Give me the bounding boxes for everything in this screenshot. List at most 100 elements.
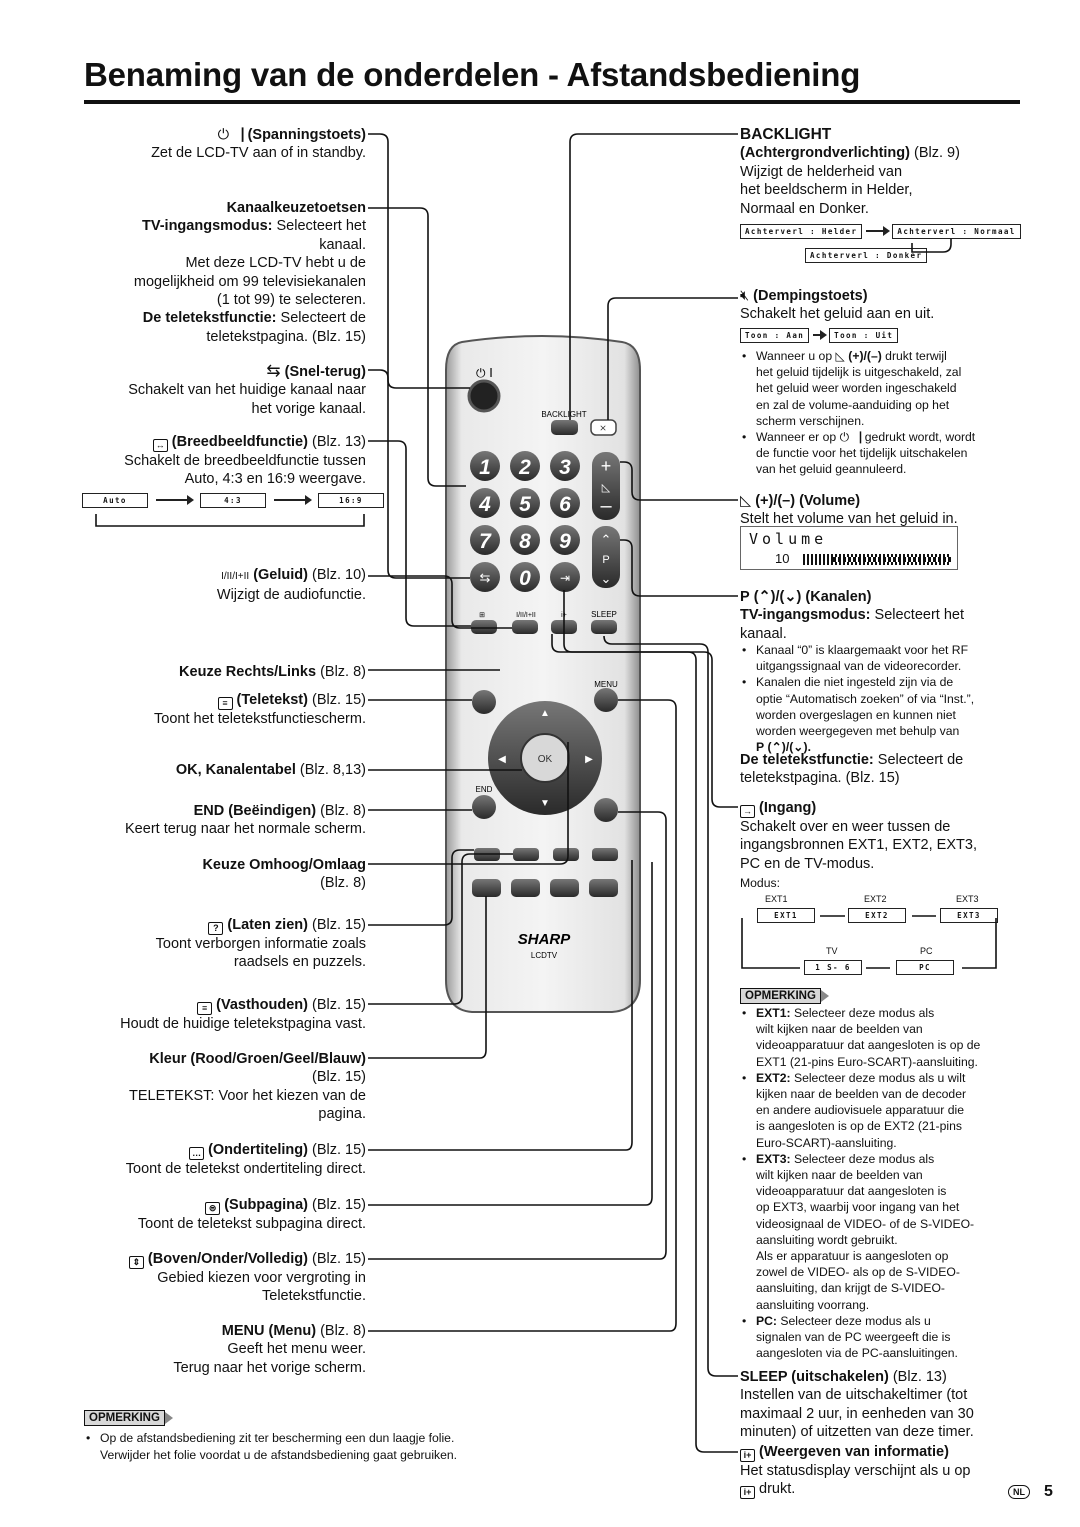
lr-label: Keuze Rechts/Links — [179, 664, 317, 680]
channels-block: P (⌃)/(⌄) (Kanalen) TV-ingangsmodus: Sel… — [740, 588, 1020, 643]
channels-b2e: P — [756, 740, 765, 755]
volume-osd-value: 10 — [775, 551, 790, 566]
reveal-icon: ? — [208, 922, 224, 935]
pc-l0: Selecteer deze modus als u — [780, 1313, 931, 1328]
digit-0: 0 — [510, 562, 540, 592]
svg-text:6: 6 — [559, 493, 571, 516]
ext3-l8: aansluiting, dan krijgt de S-VIDEO- — [756, 1281, 945, 1296]
info-icon: i+ — [740, 1449, 755, 1462]
menu-l1: Geeft het menu weer. — [227, 1341, 366, 1358]
input-icon: → — [740, 805, 755, 818]
digit-2: 2 — [510, 451, 540, 481]
subtitle-l1: Toont de teletekst ondertiteling direct. — [125, 1161, 366, 1177]
ext3-l0: Selecteer deze modus als — [793, 1151, 935, 1166]
hold-label: (Vasthouden) — [216, 997, 308, 1013]
svg-text:3: 3 — [559, 456, 571, 479]
digit-9: 9 — [550, 525, 580, 555]
ext2-l0: Selecteer deze modus als u wilt — [793, 1070, 966, 1085]
ch-up: ⌃ — [601, 532, 612, 547]
digit-7: 7 — [470, 525, 500, 555]
volume-rocker — [592, 452, 620, 520]
subtitle-ref: (Blz. 15) — [312, 1142, 366, 1158]
svg-text:⊞: ⊞ — [479, 612, 485, 619]
ok-ref: (Blz. 8,13) — [299, 762, 366, 778]
power-block: ⏻▕ (Spanningstoets) Zet de LCD-TV aan of… — [80, 126, 366, 163]
backlight-mode-donker: Achterverl : Donker — [805, 247, 928, 263]
svg-text:⇆: ⇆ — [480, 570, 491, 585]
arrow-icon — [813, 330, 828, 340]
vol-plus: + — [601, 456, 612, 476]
subpage-l1: Toont de teletekst subpagina direct. — [137, 1216, 366, 1232]
wide-label: (Breedbeeldfunctie) — [171, 434, 308, 450]
size-button — [594, 798, 618, 822]
info-l2: drukt. — [759, 1481, 796, 1498]
channel-ttx-label: De teletekstfunctie: — [142, 310, 277, 327]
end-l1: Keert terug naar het normale scherm. — [125, 821, 366, 838]
backlight-mode-normaal: Achterverl : Normaal — [892, 223, 1021, 239]
channels-b2c: worden overgeslagen en kunnen niet — [756, 707, 956, 722]
input-box-ext3: EXT3 — [940, 908, 998, 923]
backlight-mode-helder: Achterverl : Helder — [740, 223, 863, 239]
mute-b1f: en zal de volume-aanduiding op het — [756, 397, 950, 412]
volume-icon: ◺ — [740, 493, 752, 509]
ok-label: OK, Kanalentabel — [175, 762, 296, 778]
note-l2: Verwijder het folie voordat u de afstand… — [100, 1447, 458, 1462]
channel-tv-label: TV-ingangsmodus: — [141, 218, 273, 235]
digit-6: 6 — [550, 488, 580, 518]
size-l2: Teletekstfunctie. — [262, 1288, 366, 1305]
wide-l1: Schakelt de breedbeeldfunctie tussen — [124, 453, 366, 469]
sleep-l1: Instellen van de uitschakeltimer (tot — [740, 1387, 968, 1404]
color-l1: TELETEKST: Voor het kiezen van de — [129, 1087, 366, 1104]
svg-text:8: 8 — [519, 530, 531, 553]
backlight-l2: het beeldscherm in Helder, — [740, 182, 913, 199]
end-label: END (Beëindigen) — [193, 803, 317, 819]
input-box-ext2: EXT2 — [848, 908, 906, 923]
channels-label: (Kanalen) — [805, 589, 872, 605]
channels-ttx-text2: teletekstpagina. (Blz. 15) — [740, 770, 900, 787]
input-label: (Ingang) — [759, 800, 817, 816]
info-l1: Het statusdisplay verschijnt als u op — [740, 1463, 971, 1479]
power-button — [467, 379, 501, 413]
mute-b2a: Wanneer er op — [756, 430, 837, 445]
mute-b2c: de functie voor het tijdelijk uitschakel… — [756, 446, 968, 461]
ch-p: P — [602, 554, 609, 566]
wide-icon: ↔ — [152, 439, 168, 452]
red-button — [472, 879, 501, 897]
channel-l3: (1 tot 99) te selecteren. — [216, 292, 366, 309]
channels-b2d: worden weergegeven met behulp van — [756, 724, 960, 739]
mute-b1a: Wanneer u op — [756, 349, 833, 363]
menu-button — [594, 688, 618, 712]
backlight-block: BACKLIGHT (Achtergrondverlichting) (Blz.… — [740, 126, 1020, 218]
page-footer: NL 5 — [1008, 1483, 1053, 1501]
left-note: OPMERKING Op de afstandsbediening zit te… — [84, 1408, 544, 1463]
channel-rocker — [592, 526, 620, 588]
svg-text:1: 1 — [479, 456, 491, 479]
backlight-modes-row1: Achterverl : Helder Achterverl : Normaal — [740, 223, 1021, 239]
remote-body — [445, 335, 641, 1013]
volume-icon: ◺ — [835, 349, 845, 363]
ext3-l7: zowel de VIDEO- als op de S-VIDEO- — [756, 1265, 960, 1280]
input-top-label-ext1: EXT1 — [765, 894, 788, 904]
teletext-icon: ≡ — [217, 697, 233, 710]
input-box-tv: 1 S- 6 — [804, 960, 862, 975]
wide-mode-auto: Auto — [82, 492, 148, 508]
reveal-ref: (Blz. 15) — [312, 917, 366, 933]
input-l2: ingangsbronnen EXT1, EXT2, EXT3, — [740, 837, 977, 854]
hold-icon: ≡ — [197, 1002, 213, 1015]
mute-block: 🔇︎ (Dempingstoets) Schakelt het geluid a… — [740, 287, 1020, 324]
svg-text:0: 0 — [519, 567, 531, 590]
lr-ref: (Blz. 8) — [320, 664, 366, 680]
mute-modes-row: Toon : Aan Toon : Uit — [740, 327, 899, 343]
wide-mode-169: 16:9 — [318, 492, 384, 508]
mute-b2b: gedrukt wordt, wordt — [864, 430, 976, 445]
pc-l1: signalen van de PC weergeeft die is — [756, 1330, 951, 1345]
input-l1: Schakelt over en weer tussen de — [740, 819, 951, 835]
backlight-sub: (Achtergrondverlichting) — [740, 145, 910, 162]
mute-b2d: van het geluid geannuleerd. — [756, 462, 907, 477]
arrow-icon — [156, 495, 194, 505]
nav-pad: OK ▲ ▼ ◀ ▶ — [488, 701, 602, 815]
sound-label: (Geluid) — [253, 567, 308, 583]
digit-pad: 1 2 3 4 5 6 7 8 9 0 ⇆ ⇥ — [470, 451, 580, 592]
note-l1: Op de afstandsbediening zit ter bescherm… — [84, 1430, 544, 1446]
